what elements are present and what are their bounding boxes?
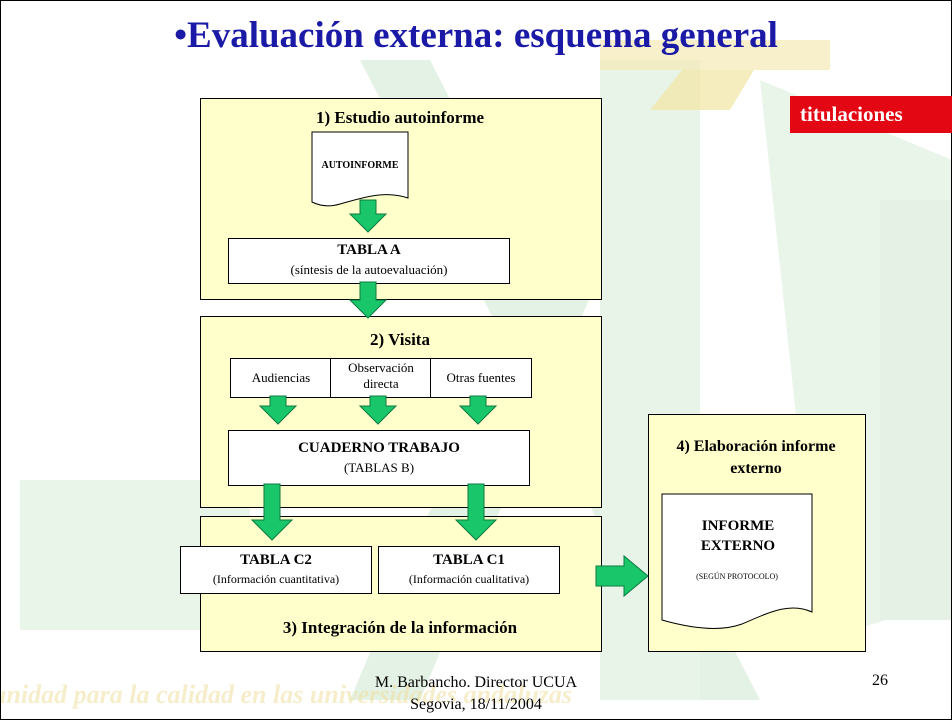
cuaderno-trabajo-box <box>228 430 530 486</box>
watermark-text: unidad para la calidad en las universida… <box>0 680 573 709</box>
source-observacion-label: Observación directa <box>348 360 414 391</box>
footer-author: M. Barbancho. Director UCUA Segovia, 18/… <box>0 672 952 716</box>
tabla-a-box <box>228 238 510 284</box>
tabla-c2-title: TABLA C2 <box>240 552 312 568</box>
tabla-a-title: TABLA A <box>337 242 401 258</box>
tabla-c2-box <box>180 546 372 594</box>
tabla-c1-title: TABLA C1 <box>433 552 505 568</box>
tabla-c1-subtitle: (Información cualitativa) <box>408 572 530 586</box>
informe-externo-title: INFORME EXTERNO <box>700 518 776 554</box>
step3-heading: 3) Integración de la información <box>282 618 518 637</box>
source-otras-fuentes-label: Otras fuentes <box>446 370 516 385</box>
slide-title: •Evaluación externa: esquema general <box>174 15 778 56</box>
step1-heading: 1) Estudio autoinforme <box>315 108 485 127</box>
tabla-a-subtitle: (síntesis de la autoevaluación) <box>290 262 448 277</box>
autoinforme-label: AUTOINFORME <box>321 160 399 171</box>
tabla-c2-subtitle: (Información cuantitativa) <box>212 572 340 586</box>
cuaderno-subtitle: (TABLAS B) <box>343 460 415 475</box>
source-audiencias-label: Audiencias <box>251 370 311 385</box>
step4-heading: 4) Elaboración informe externo <box>676 438 836 477</box>
titulaciones-badge: titulaciones <box>790 96 952 133</box>
page-number: 26 <box>872 672 888 689</box>
footer-line2: Segovia, 18/11/2004 <box>410 696 542 713</box>
footer-line1: M. Barbancho. Director UCUA <box>374 674 578 691</box>
tabla-c1-box <box>378 546 560 594</box>
informe-externo-subtitle: (SEGÚN PROTOCOLO) <box>696 572 778 581</box>
cuaderno-title: CUADERNO TRABAJO <box>298 440 460 456</box>
step2-heading: 2) Visita <box>370 330 430 349</box>
